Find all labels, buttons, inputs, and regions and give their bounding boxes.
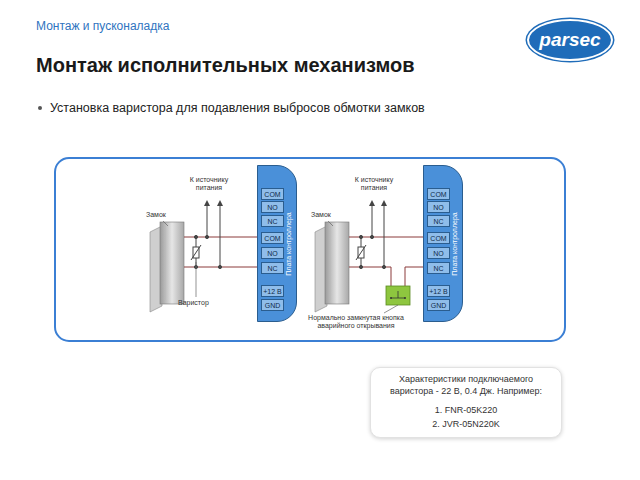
- power-arrow: [370, 203, 385, 269]
- leader-line: [196, 262, 197, 297]
- leader-line: [163, 221, 168, 226]
- emergency-button: [404, 297, 406, 299]
- varistor-symbol: [194, 235, 197, 238]
- lock-picture: [315, 222, 349, 312]
- bullet-dot: [38, 106, 42, 110]
- slide-title: Монтаж исполнительных механизмов: [36, 54, 414, 77]
- controller-board: Плата контроллера COM NO NC COM NO NC +12 В GND: [423, 165, 463, 322]
- note-text: 2. JVR-05N220K: [381, 419, 551, 431]
- leader-line: [328, 221, 398, 313]
- power-arrow: [205, 203, 221, 269]
- company-logo: parsec: [527, 19, 613, 61]
- lock-picture: [160, 222, 184, 304]
- note-box: Характеристики подключаемого варистора -…: [370, 367, 562, 438]
- power-label: К источнику питания: [347, 176, 401, 192]
- varistor-symbol: [356, 245, 366, 260]
- bullet-text: Установка варистора для подавления выбро…: [50, 101, 425, 115]
- terminal-box: +12 В: [427, 285, 450, 297]
- terminal-label: GND: [265, 302, 281, 309]
- terminal-label: +12 В: [263, 288, 282, 295]
- terminal-box: NC: [427, 262, 450, 274]
- power-arrow: [207, 203, 208, 237]
- terminal-label: GND: [431, 302, 447, 309]
- terminal-label: COM: [430, 191, 446, 198]
- lock-label: Замок: [311, 211, 331, 219]
- emergency-button: [390, 297, 392, 299]
- terminal-box: NC: [261, 262, 284, 274]
- terminal-box: NO: [427, 201, 450, 213]
- varistor-symbol: [356, 235, 366, 268]
- power-arrow: [370, 235, 373, 238]
- power-arrow: [384, 203, 385, 267]
- emergency-button: [386, 286, 410, 305]
- leader-line: [163, 221, 196, 297]
- varistor-symbol: [191, 245, 201, 260]
- logo-text: parsec: [539, 29, 600, 51]
- wire: [349, 267, 391, 286]
- terminal-box: NO: [261, 247, 284, 259]
- terminal-label: +12 В: [429, 288, 448, 295]
- diagram-frame: [55, 158, 565, 341]
- lock-picture: [150, 222, 184, 312]
- power-arrow: [382, 265, 385, 268]
- note-text: 1. FNR-05K220: [381, 405, 551, 417]
- terminal-label: NC: [267, 265, 277, 272]
- board-label: Плата контроллера: [285, 212, 292, 275]
- bullet-dot: [38, 106, 42, 110]
- terminal-label: NO: [267, 204, 278, 211]
- power-arrow: [372, 203, 373, 237]
- terminal-box: NC: [261, 215, 284, 227]
- wire: [349, 237, 426, 286]
- varistor-label: Варистор: [178, 299, 209, 307]
- terminal-box: NC: [427, 215, 450, 227]
- terminal-box: +12 В: [261, 285, 284, 297]
- terminal-label: NC: [433, 265, 443, 272]
- lock-picture: [330, 226, 331, 300]
- board-label: Плата контроллера: [451, 212, 458, 275]
- power-arrow: [220, 203, 221, 267]
- emergency-button: [386, 286, 410, 305]
- lock-picture: [165, 226, 166, 300]
- terminal-box: COM: [261, 232, 284, 244]
- terminal-label: NC: [433, 218, 443, 225]
- leader-line: [384, 305, 398, 313]
- terminal-box: GND: [261, 299, 284, 311]
- emergency-button: [398, 291, 399, 298]
- terminal-box: NO: [261, 201, 284, 213]
- diagram-frame: [55, 158, 565, 341]
- terminal-label: NO: [433, 204, 444, 211]
- terminal-box: COM: [261, 188, 284, 200]
- wire: [184, 237, 260, 267]
- terminal-label: NO: [433, 250, 444, 257]
- controller-board: Плата контроллера COM NO NC COM NO NC +12 В GND: [257, 165, 297, 322]
- section-header: Монтаж и пусконаладка: [36, 20, 169, 34]
- lock-picture: [325, 222, 349, 304]
- terminal-box: GND: [427, 299, 450, 311]
- terminal-label: COM: [430, 235, 446, 242]
- power-arrow: [218, 265, 221, 268]
- varistor-symbol: [359, 235, 362, 238]
- note-text: Характеристики подключаемого варистора -…: [381, 374, 551, 397]
- power-arrow: [205, 235, 208, 238]
- terminal-label: NC: [267, 218, 277, 225]
- lock-label: Замок: [146, 211, 166, 219]
- leader-line: [328, 221, 333, 226]
- terminal-label: COM: [264, 235, 280, 242]
- terminal-box: COM: [427, 188, 450, 200]
- terminal-label: COM: [264, 191, 280, 198]
- terminal-box: COM: [427, 232, 450, 244]
- terminal-label: NO: [267, 250, 278, 257]
- terminal-box: NO: [427, 247, 450, 259]
- button-label: Нормально замкнутая кнопка аварийного от…: [296, 314, 416, 330]
- varistor-symbol: [359, 265, 362, 268]
- power-label: К источнику питания: [182, 176, 236, 192]
